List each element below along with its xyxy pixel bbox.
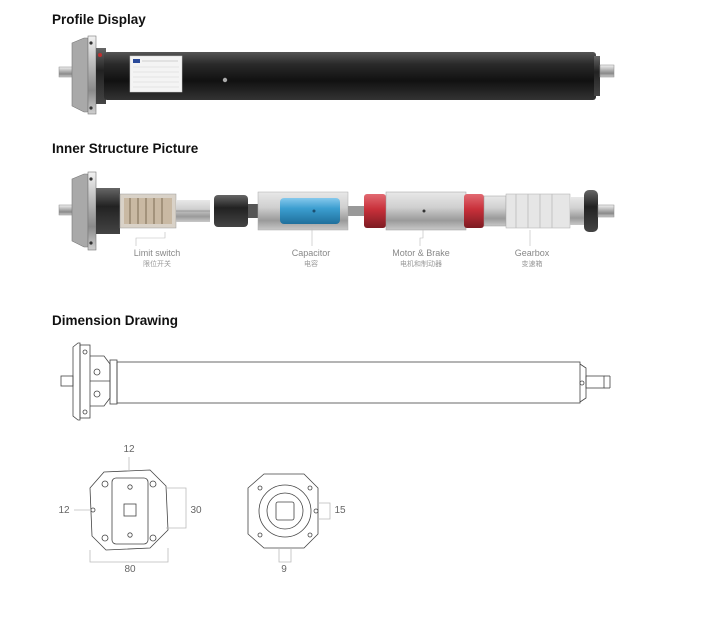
product-label [129,55,183,93]
inner-structure-motor [58,171,615,251]
caption-gearbox-zh: 变速箱 [522,259,543,268]
dimension-value: 15 [334,505,346,516]
dimension-value: 9 [281,564,287,575]
dimension-value: 12 [123,444,135,455]
caption-capacitor-zh: 电容 [304,259,318,268]
section-title-dimension: Dimension Drawing [52,313,179,328]
dimension-value: 30 [190,505,202,516]
dimension-value: 80 [124,564,136,575]
dimension-front-view-head [74,457,187,563]
caption-motor-brake-zh: 电机和制动器 [400,259,442,268]
caption-gearbox: Gearbox [515,248,550,258]
caption-limit-switch: Limit switch [134,248,181,258]
dimension-side-view [60,342,611,421]
dimension-front-view-end [247,473,331,563]
capacitor-component [257,191,349,231]
motor-brake-component [364,191,484,231]
caption-motor-brake: Motor & Brake [392,248,450,258]
dimension-value: 12 [58,505,70,516]
section-title-profile: Profile Display [52,12,146,27]
limit-switch-component [119,193,210,229]
gearbox-component [483,190,615,232]
caption-capacitor: Capacitor [292,248,331,258]
section-title-inner-structure: Inner Structure Picture [52,141,199,156]
caption-limit-switch-zh: 限位开关 [143,259,171,268]
profile-motor [58,35,615,115]
